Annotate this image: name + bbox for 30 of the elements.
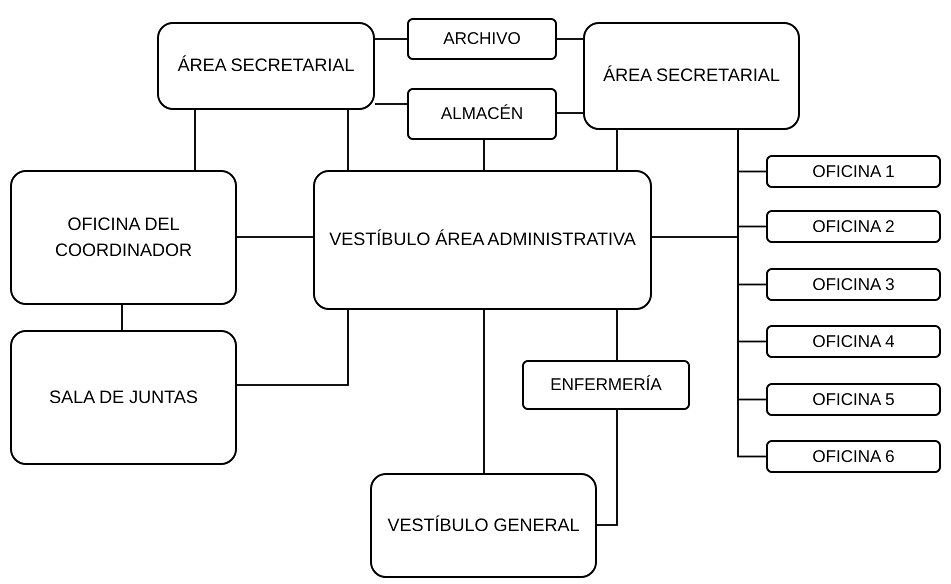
room-box: OFICINA DEL COORDINADOR: [10, 170, 237, 305]
connector-line: [237, 310, 349, 386]
connector-line: [375, 38, 407, 40]
connector-line: [375, 103, 407, 105]
room-box: OFICINA 6: [766, 440, 941, 473]
connector-line: [483, 310, 485, 473]
room-box: OFICINA 2: [766, 210, 941, 243]
room-box: ÁREA SECRETARIAL: [583, 22, 800, 130]
connector-line: [616, 130, 618, 170]
connector-line: [597, 410, 618, 526]
room-box: ARCHIVO: [407, 18, 557, 60]
room-box: VESTÍBULO GENERAL: [370, 473, 597, 578]
connector-line: [557, 112, 583, 114]
connector-line: [652, 130, 739, 238]
connector-line: [121, 305, 123, 330]
room-box: VESTÍBULO ÁREA ADMINISTRATIVA: [313, 170, 652, 310]
room-box: ÁREA SECRETARIAL: [157, 22, 375, 110]
room-box: OFICINA 5: [766, 383, 941, 416]
room-box: OFICINA 1: [766, 155, 941, 188]
room-box: OFICINA 3: [766, 268, 941, 301]
connector-line: [194, 110, 196, 170]
room-box: ENFERMERÍA: [522, 360, 690, 410]
connector-line: [616, 310, 618, 360]
connector-line: [347, 110, 349, 170]
connector-line: [483, 140, 485, 170]
room-box: OFICINA 4: [766, 325, 941, 358]
connector-line: [557, 38, 583, 40]
room-box: ALMACÉN: [407, 88, 557, 140]
connector-line: [237, 236, 313, 238]
room-box: SALA DE JUNTAS: [10, 330, 237, 465]
